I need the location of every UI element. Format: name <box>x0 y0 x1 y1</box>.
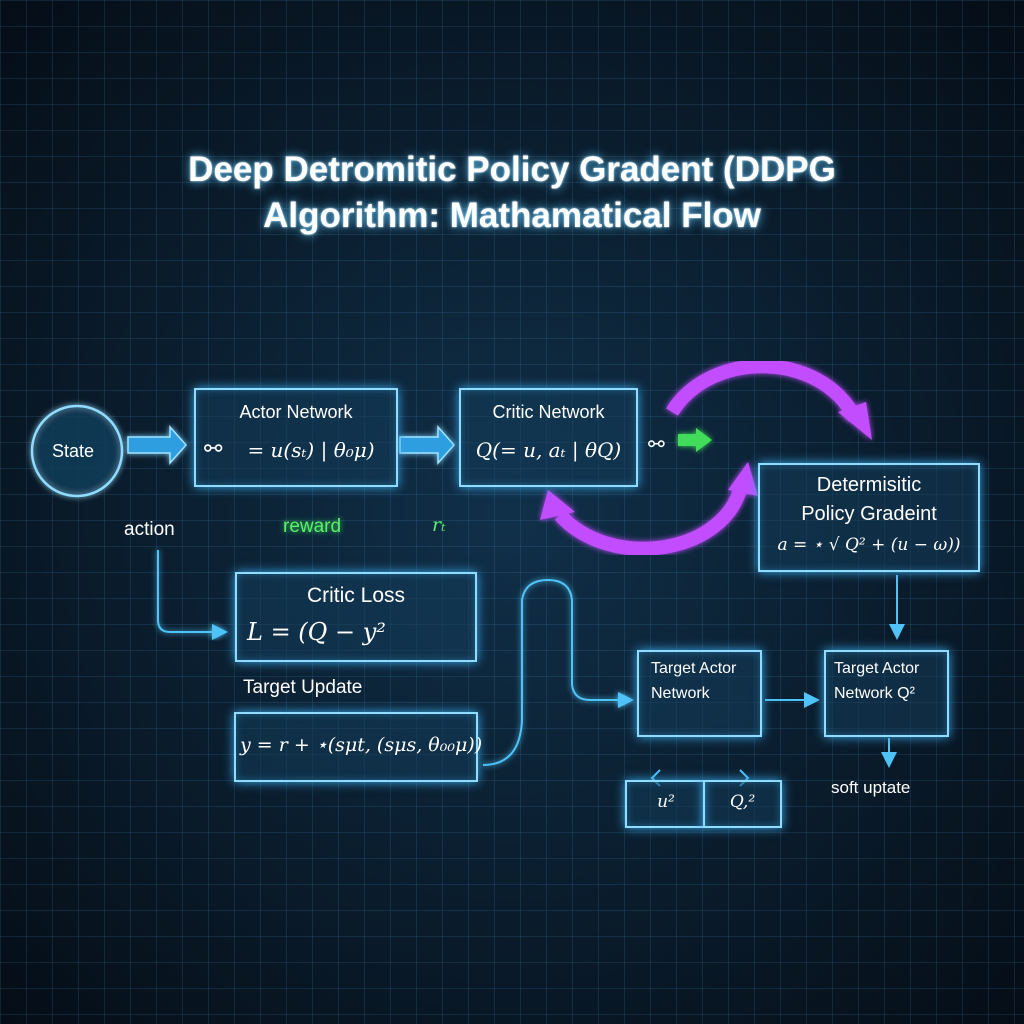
critic-network-box: Critic Network Q(= u, aₜ | θQ) <box>459 388 638 487</box>
dpg-line-1: Determisitic <box>816 474 922 496</box>
target-update-box: y = r + ⋆(sμt, (sμs, θ₀₀μ)) <box>234 712 483 782</box>
deterministic-policy-gradient-box: Determisitic Policy Gradeint a = ⋆ √ Q² … <box>758 463 980 572</box>
target-actor-2-line-1: Target Actor <box>834 660 920 677</box>
reward-label: reward <box>283 516 342 537</box>
small-box-left-value: u² <box>657 792 675 812</box>
critic-loss-label: Critic Loss <box>306 584 406 607</box>
state-label: State <box>52 441 95 461</box>
arrow-green <box>678 428 712 452</box>
critic-network-label: Critic Network <box>492 402 605 422</box>
network-nodes-icon: ⚯ <box>648 434 665 456</box>
arrow-state-actor <box>127 425 188 465</box>
critic-loss-formula: L = (Q − y² <box>247 618 386 646</box>
title-line-1: Deep Detromitic Policy Gradent (DDPG <box>188 150 836 189</box>
state-node <box>30 404 124 498</box>
small-box-left: u² <box>625 780 705 828</box>
critic-loss-box: Critic Loss L = (Q − y² <box>235 572 477 662</box>
reward-symbol: rₜ <box>432 514 446 536</box>
target-actor-network-box: Target Actor Network <box>637 650 762 737</box>
dpg-formula: a = ⋆ √ Q² + (u − ω)) <box>777 535 961 555</box>
purple-arc-top <box>666 359 862 422</box>
title-line-2: Algorithm: Mathamatical Flow <box>263 196 761 235</box>
target-actor-1-line-1: Target Actor <box>651 660 737 677</box>
arrow-actor-critic <box>399 425 456 465</box>
purple-arc-bottom <box>554 487 747 556</box>
target-update-label: Target Update <box>243 677 363 698</box>
actor-network-label: Actor Network <box>239 402 353 422</box>
arrow-action-loss <box>157 550 228 640</box>
target-actor-1-line-2: Network <box>651 685 710 702</box>
target-actor-network-q-box: Target Actor Network Q² <box>824 650 949 737</box>
action-label: action <box>124 519 175 540</box>
soft-update-label: soft uptate <box>831 778 911 797</box>
actor-formula: = u(sₜ) | θ₀μ) <box>247 438 375 462</box>
actor-network-box: Actor Network ⚯ = u(sₜ) | θ₀μ) <box>194 388 398 487</box>
small-box-right: Q,² <box>703 780 782 828</box>
network-nodes-icon: ⚯ <box>204 436 223 461</box>
target-actor-2-line-2: Network Q² <box>834 685 915 702</box>
small-box-right-value: Q,² <box>729 792 756 812</box>
dpg-line-2: Policy Gradeint <box>801 503 937 525</box>
target-update-formula: y = r + ⋆(sμt, (sμs, θ₀₀μ)) <box>240 734 483 756</box>
connector-update-target <box>482 578 634 766</box>
critic-formula: Q(= u, aₜ | θQ) <box>475 438 622 462</box>
